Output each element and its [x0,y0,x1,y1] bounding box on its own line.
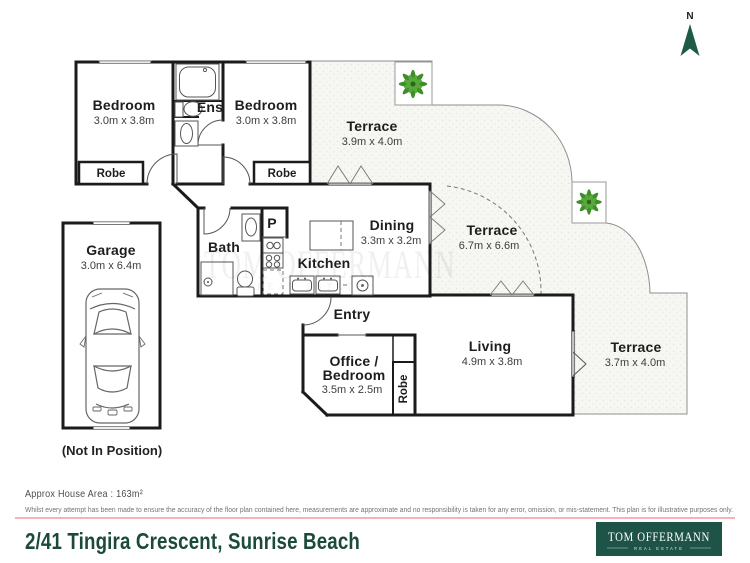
footer: Approx House Area : 163m² Whilst every a… [15,488,735,556]
logo-background [596,522,722,556]
room-labels: Bedroom 3.0m x 3.8m Bedroom 3.0m x 3.8m … [62,97,665,458]
not-in-position-note: (Not In Position) [62,443,162,458]
office-shelf-box [392,334,416,363]
bifold-door-swing-arc [446,185,542,295]
label-pantry: P [267,215,277,231]
plant-icon [576,189,602,215]
north-label: N [686,11,693,22]
label-robe-office: Robe [398,375,410,404]
label-bedroom-2: Bedroom [235,97,298,113]
cooktop-icon [262,252,284,269]
label-terrace-mid: Terrace [467,222,518,238]
basin-icon [174,120,199,147]
dims-living: 4.9m x 3.8m [462,356,523,368]
door-arc-entry [302,296,332,326]
north-arrow-icon [680,24,700,56]
label-office-line1: Office / [329,353,378,369]
door-arc-bedroom2 [222,156,251,185]
watermark: TOM OFFERMANN REAL ESTATE [204,242,456,293]
dims-garage: 3.0m x 6.4m [81,260,142,272]
label-robe-1: Robe [97,168,126,180]
basin-icon [241,213,261,242]
label-kitchen: Kitchen [298,255,351,271]
label-living: Living [469,338,511,354]
fixtures [79,63,374,424]
dims-terrace-mid: 6.7m x 6.6m [459,240,520,252]
label-terrace-top: Terrace [347,118,398,134]
toilet-icon [236,270,255,297]
watermark-line2: REAL ESTATE [257,281,367,293]
plant-icon [398,69,428,99]
sink-icon [289,275,315,295]
label-office-line2: Bedroom [323,367,386,383]
window-zigzag [326,165,374,185]
dishwasher-icon [262,269,284,295]
label-dining: Dining [370,217,415,233]
label-garage: Garage [86,242,135,258]
watermark-line1: TOM OFFERMANN [204,242,456,287]
dims-bedroom-2: 3.0m x 3.8m [236,115,297,127]
robe-1-box [77,160,145,186]
dims-terrace-top: 3.9m x 4.0m [342,136,403,148]
door-arcs [146,119,332,326]
label-terrace-right: Terrace [611,339,662,355]
agency-logo: TOM OFFERMANN REAL ESTATE [596,522,722,556]
oven-icon [351,275,374,296]
window-zigzag [429,190,446,244]
robe-2-box [252,160,312,186]
car-icon [79,288,146,424]
label-bath: Bath [208,239,240,255]
logo-sub-text: REAL ESTATE [634,546,684,552]
dims-terrace-right: 3.7m x 4.0m [605,357,666,369]
disclaimer-text: Whilst every attempt has been made to en… [25,507,733,514]
house-area-text: Approx House Area : 163m² [25,488,143,500]
sliding-door-marker [572,351,587,377]
door-arc-bedroom1 [146,153,178,185]
shower-icon [200,261,234,296]
door-arc-bath [203,207,231,235]
window-zigzag [489,280,535,296]
logo-brand-text: TOM OFFERMANN [608,529,710,544]
terrace-region [309,60,688,415]
label-bedroom-1: Bedroom [93,97,156,113]
island-bench [309,220,354,251]
address-title: 2/41 Tingira Crescent, Sunrise Beach [25,528,360,554]
north-indicator: N [680,11,700,56]
label-entry: Entry [334,306,371,322]
label-ensuite: Ens [197,99,223,115]
dims-office: 3.5m x 2.5m [322,384,383,396]
toilet-icon [174,101,203,118]
dims-bedroom-1: 3.0m x 3.8m [94,115,155,127]
bathtub-icon [175,63,220,101]
label-robe-2: Robe [268,168,297,180]
dims-dining: 3.3m x 3.2m [361,235,422,247]
sink-icon [315,275,341,295]
door-arc-ensuite [197,119,224,146]
